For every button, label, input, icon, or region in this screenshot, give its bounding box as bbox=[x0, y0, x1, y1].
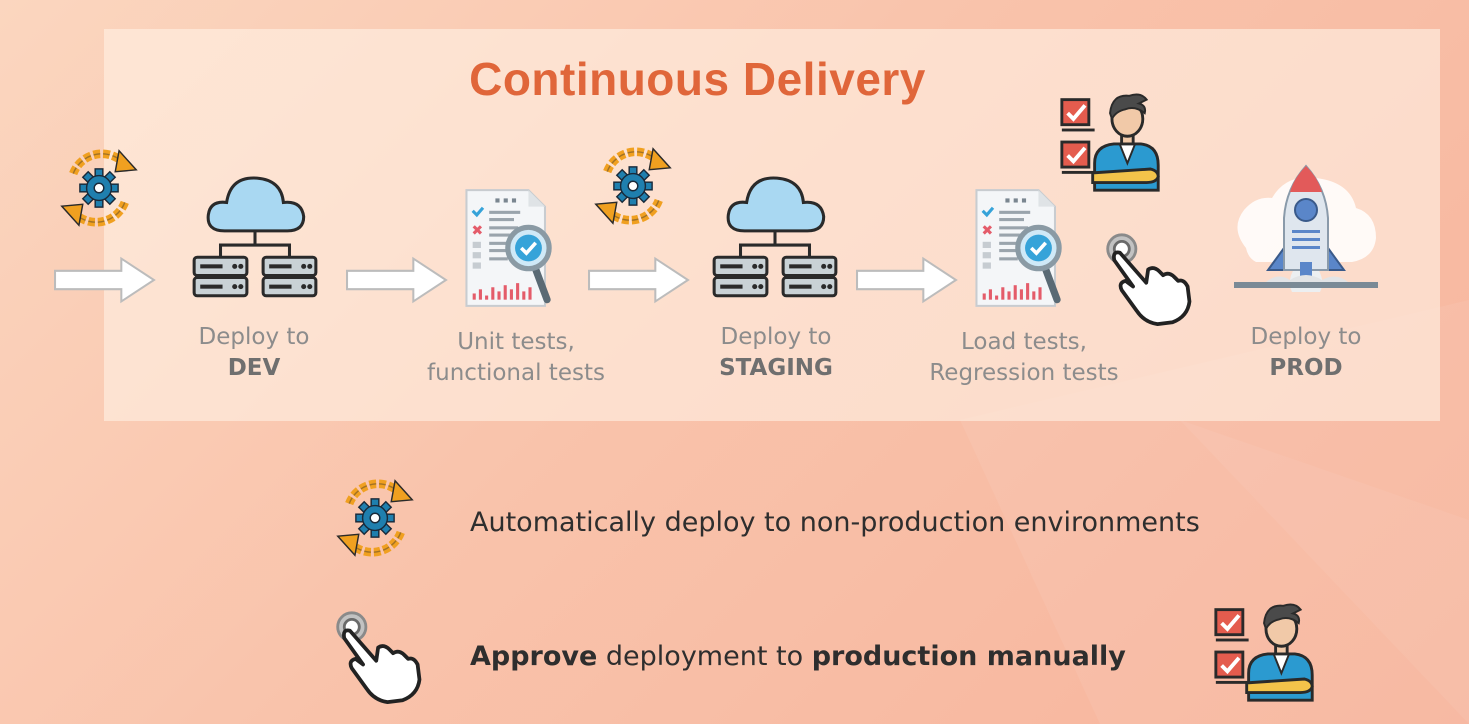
legend-approver-person-icon bbox=[1212, 600, 1318, 706]
staging-server-cloud-icon bbox=[704, 170, 846, 312]
automation-cycle-icon bbox=[56, 142, 142, 234]
flow-arrow-icon bbox=[588, 256, 690, 304]
unit-test-report-icon bbox=[462, 186, 566, 310]
prod-rocket-icon bbox=[1226, 158, 1386, 308]
flow-arrow-icon bbox=[54, 256, 156, 304]
stage-label-load-tests: Load tests,Regression tests bbox=[929, 329, 1119, 386]
legend-production-manually: production manually bbox=[811, 641, 1126, 672]
automation-cycle-icon bbox=[590, 140, 676, 232]
legend-approve-word: Approve bbox=[470, 641, 598, 672]
load-test-report-icon bbox=[972, 186, 1076, 310]
legend-automatic-text: Automatically deploy to non-production e… bbox=[470, 507, 1200, 538]
diagram-title: Continuous Delivery bbox=[469, 53, 926, 105]
legend-hand-icon bbox=[332, 610, 428, 704]
flow-arrow-icon bbox=[346, 256, 448, 304]
legend-manual-text: Approve deployment to production manuall… bbox=[470, 641, 1126, 672]
stage-label-unit-tests: Unit tests,functional tests bbox=[427, 329, 605, 386]
flow-arrow-icon bbox=[856, 256, 958, 304]
legend-middle-text: deployment to bbox=[597, 641, 812, 672]
approver-person-icon bbox=[1058, 90, 1164, 196]
legend-automation-cycle-icon bbox=[332, 472, 418, 564]
dev-server-cloud-icon bbox=[184, 170, 326, 312]
manual-approval-hand-icon bbox=[1102, 232, 1198, 326]
